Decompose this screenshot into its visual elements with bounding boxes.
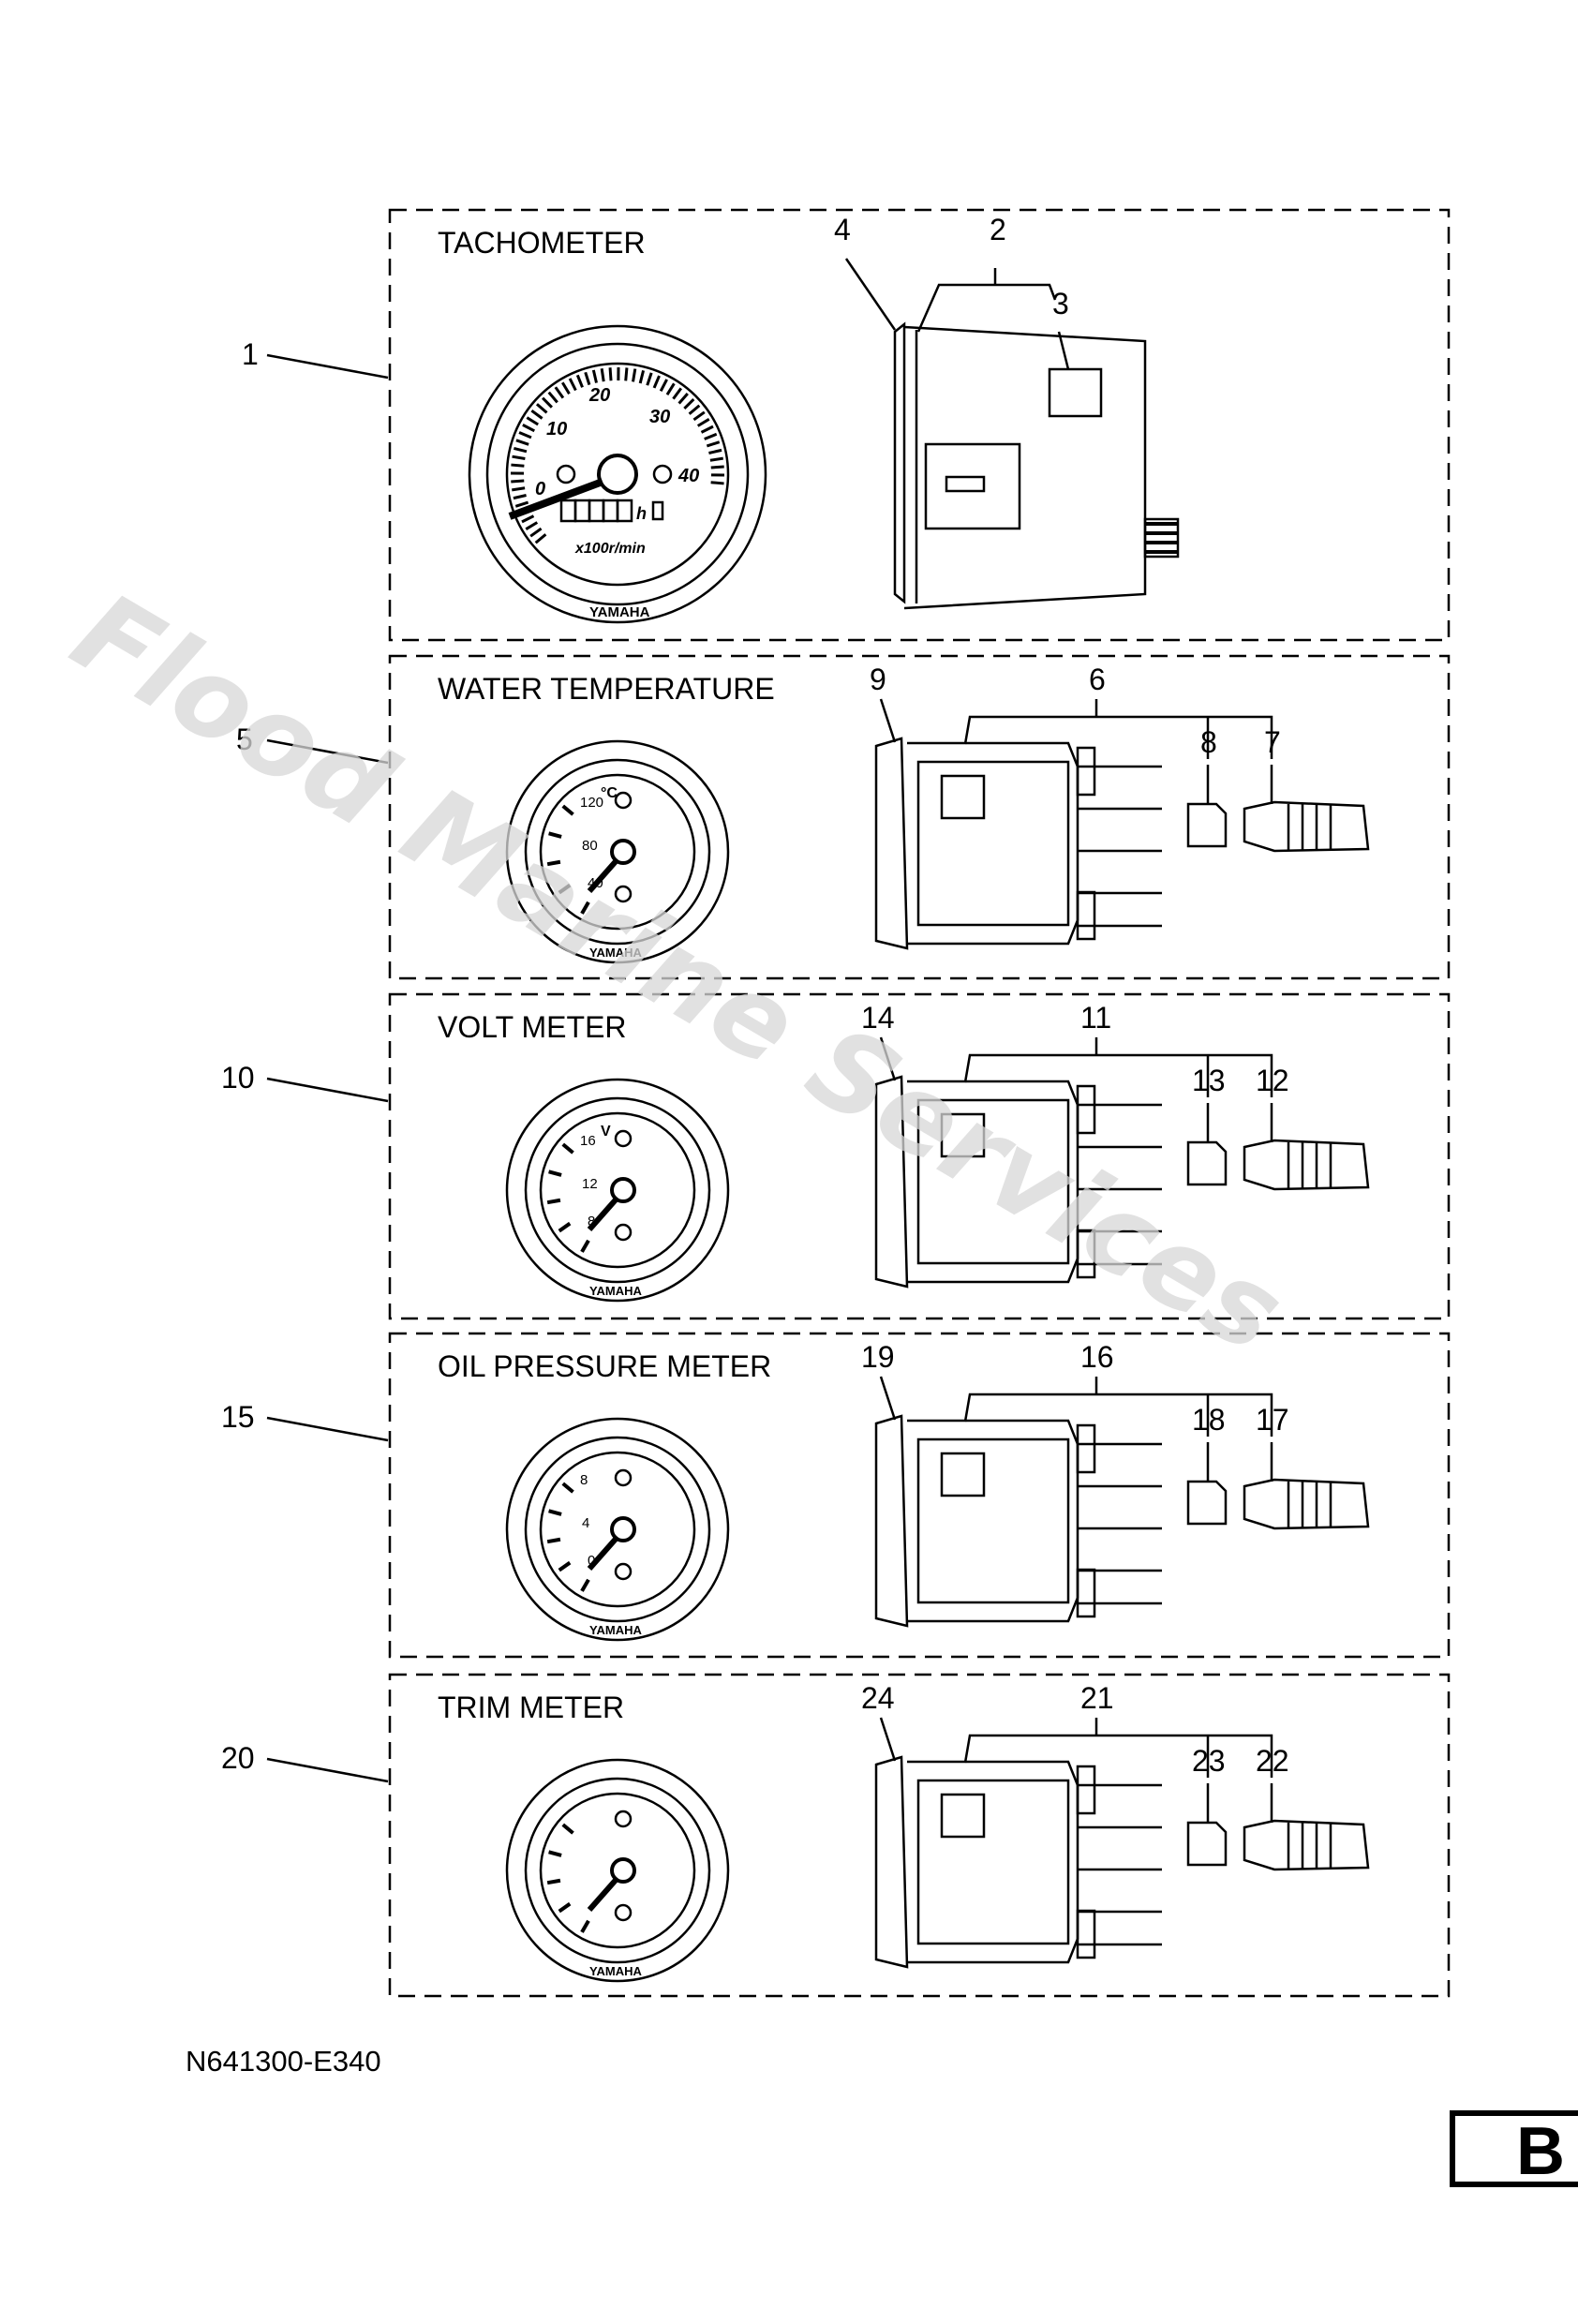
callout-number: 15 bbox=[221, 1400, 255, 1434]
page-badge: B bbox=[1450, 2110, 1578, 2189]
dial-number: 20 bbox=[588, 385, 610, 406]
dial-number: 120 bbox=[580, 795, 603, 811]
dial-number: 80 bbox=[582, 838, 598, 854]
dial-number: 0 bbox=[588, 1553, 595, 1569]
panel-title: OIL PRESSURE METER bbox=[438, 1349, 771, 1383]
dial-number: 4 bbox=[582, 1515, 589, 1531]
gauge-brand-label: YAMAHA bbox=[589, 1284, 642, 1298]
dial-unit: x100r/min bbox=[574, 541, 646, 557]
gauge-side-view bbox=[893, 321, 1180, 610]
panel-title: TRIM METER bbox=[438, 1691, 624, 1724]
gauge-brand-label: YAMAHA bbox=[589, 1964, 642, 1978]
dial-number: 30 bbox=[649, 407, 670, 427]
part-number: 14 bbox=[861, 1001, 895, 1035]
gauge-brand-label: YAMAHA bbox=[589, 1623, 642, 1637]
gauge-brand-label: YAMAHA bbox=[589, 604, 650, 620]
hour-meter-symbol: h bbox=[636, 504, 647, 523]
dial-unit: V bbox=[601, 1124, 611, 1140]
gauge-side-view bbox=[874, 1414, 1370, 1628]
gauge-brand-label: YAMAHA bbox=[589, 946, 642, 960]
gauge-side-view bbox=[874, 1755, 1370, 1969]
part-number: 4 bbox=[834, 213, 851, 246]
panel-title: TACHOMETER bbox=[438, 226, 646, 260]
dial-unit: °C bbox=[601, 785, 618, 801]
gauge-front-view: YAMAHA bbox=[505, 1758, 730, 1983]
part-number: 11 bbox=[1080, 1001, 1111, 1035]
panel-title: WATER TEMPERATURE bbox=[438, 672, 775, 706]
part-number: 6 bbox=[1089, 663, 1106, 696]
callout-number: 1 bbox=[242, 337, 259, 371]
dial-number: 40 bbox=[677, 466, 699, 486]
gauge-side-view bbox=[874, 737, 1370, 950]
part-number: 3 bbox=[1052, 287, 1069, 320]
callout-number: 20 bbox=[221, 1741, 255, 1775]
dial-number: 12 bbox=[582, 1176, 598, 1192]
panel-title: VOLT METER bbox=[438, 1010, 627, 1044]
callout-number: 5 bbox=[236, 723, 253, 756]
gauge-front-view: YAMAHA 16 12 8 V bbox=[505, 1078, 730, 1303]
part-number: 19 bbox=[861, 1340, 895, 1374]
dial-number: 0 bbox=[535, 479, 545, 499]
dial-number: 16 bbox=[580, 1133, 596, 1149]
part-number: 16 bbox=[1080, 1340, 1114, 1374]
part-number: 9 bbox=[870, 663, 886, 696]
gauge-front-view: YAMAHA1208040°C bbox=[505, 739, 730, 964]
gauge-front-view: YAMAHA 8 4 0 bbox=[505, 1417, 730, 1642]
part-number: 2 bbox=[990, 213, 1006, 246]
dial-number: 8 bbox=[588, 1214, 595, 1229]
diagram-code: N641300-E340 bbox=[186, 2045, 381, 2078]
part-number: 24 bbox=[861, 1681, 895, 1715]
dial-number: 8 bbox=[580, 1472, 588, 1488]
callout-number: 10 bbox=[221, 1061, 255, 1095]
part-number: 21 bbox=[1080, 1681, 1114, 1715]
page-badge-letter: B bbox=[1516, 2114, 1565, 2189]
gauge-side-view bbox=[874, 1075, 1370, 1289]
dial-number: 10 bbox=[546, 419, 567, 439]
gauge-front-view: YAMAHA 0 10 20 30 40 h x100r/min bbox=[468, 324, 767, 624]
